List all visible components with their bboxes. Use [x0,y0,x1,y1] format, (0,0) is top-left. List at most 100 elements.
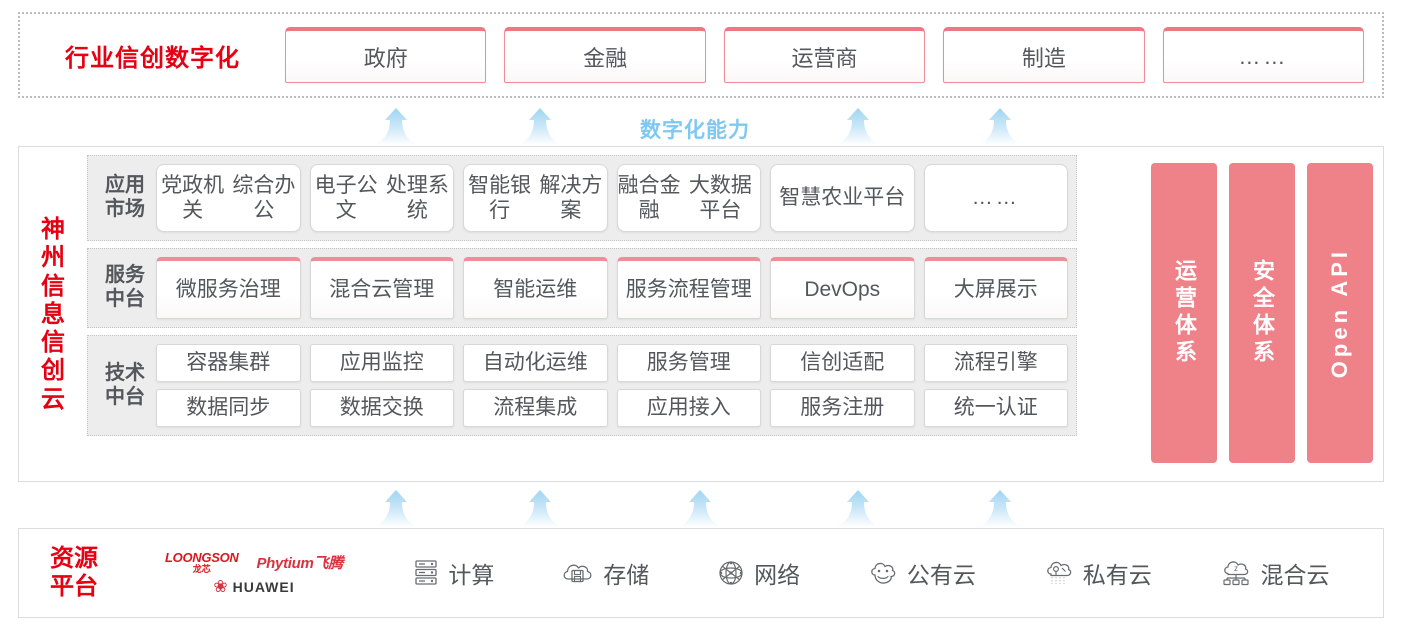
app-card-smart-bank[interactable]: 智能银行解决方案 [463,164,608,232]
app-card-edoc-system[interactable]: 电子公文处理系统 [309,164,454,232]
tech-card-process-integration[interactable]: 流程集成 [463,389,608,427]
up-arrow-icon [517,488,563,528]
resource-item-private-cloud[interactable]: 私有云 [1043,556,1152,590]
tech-card-app-monitoring[interactable]: 应用监控 [309,344,454,382]
svc-card-large-screen-display[interactable]: 大屏展示 [923,257,1068,319]
resource-item-label-compute: 计算 [448,562,495,588]
svc-card-intelligent-ops[interactable]: 智能运维 [463,257,608,319]
cloud-title-char-7: 云 [41,385,65,413]
cloud-panel-body: 应用 市场 党政机关综合办公 电子公文处理系统 智能银行解决方案 融合金融大数据… [87,147,1383,481]
tech-card-data-sync[interactable]: 数据同步 [156,389,301,427]
vendor-logo-group: LOONGSON 龙芯 Phytium飞腾 ❀ HUAWEI [129,551,379,595]
tier-stack: 应用 市场 党政机关综合办公 电子公文处理系统 智能银行解决方案 融合金融大数据… [87,155,1077,436]
shenzhou-cloud-panel: 神 州 信 息 信 创 云 应用 市场 党政机关综合办公 电子公文处理系统 智能… [18,146,1384,482]
cloud-storage-icon [561,558,595,588]
tier-label-application-market: 应用 市场 [94,174,156,221]
resource-item-label-private-cloud: 私有云 [1082,562,1152,588]
industry-card-manufacturing[interactable]: 制造 [943,27,1145,83]
tier-label-service-platform: 服务 中台 [94,264,156,311]
tech-card-automated-ops[interactable]: 自动化运维 [463,344,608,382]
network-mesh-icon [716,558,746,588]
loongson-logo-en: LOONGSON [165,550,239,565]
tier-label-line-2: 中台 [105,288,145,310]
tier-label-line-2: 中台 [105,385,145,408]
cloud-title-char-3: 信 [41,272,65,300]
tech-row-2: 数据同步 数据交换 流程集成 应用接入 服务注册 统一认证 [156,389,1068,427]
huawei-logo-word: HUAWEI [232,578,295,595]
tech-card-app-access[interactable]: 应用接入 [616,389,761,427]
server-icon [412,558,440,588]
resource-item-label-public-cloud: 公有云 [906,562,976,588]
svc-card-hybrid-cloud-management[interactable]: 混合云管理 [309,257,454,319]
cloud-title-char-1: 神 [41,215,65,243]
resource-item-public-cloud[interactable]: 公有云 [867,556,976,590]
resource-title-line-1: 资源 [50,545,98,573]
resource-item-compute[interactable]: 计算 [412,556,494,590]
tier-technology-platform: 技术 中台 容器集群 应用监控 自动化运维 服务管理 信创适配 流程引擎 数据同… [87,335,1077,436]
industry-card-operator[interactable]: 运营商 [723,27,926,83]
resource-item-network[interactable]: 网络 [716,556,800,590]
industry-card-government[interactable]: 政府 [285,27,487,83]
tech-card-process-engine[interactable]: 流程引擎 [923,344,1068,382]
resource-title-line-2: 平台 [50,573,98,600]
tech-row-1: 容器集群 应用监控 自动化运维 服务管理 信创适配 流程引擎 [156,344,1068,382]
industry-card-finance[interactable]: 金融 [504,27,706,83]
up-arrow-icon [677,488,723,528]
up-arrow-icon [835,106,881,146]
up-arrow-icon [835,488,881,528]
resource-item-label-network: 网络 [754,562,801,588]
app-card-government-office[interactable]: 党政机关综合办公 [156,164,301,232]
app-card-more[interactable]: …… [923,164,1068,232]
svc-card-service-process-management[interactable]: 服务流程管理 [616,257,761,319]
tier-service-platform: 服务 中台 微服务治理 混合云管理 智能运维 服务流程管理 DevOps 大屏展… [87,248,1077,328]
tech-card-service-management[interactable]: 服务管理 [616,344,761,382]
cloud-panel-title: 神 州 信 息 信 创 云 [19,147,87,481]
app-card-smart-agriculture[interactable]: 智慧农业平台 [770,164,915,232]
pillar-security-system[interactable]: 安全体系 [1229,163,1295,463]
tech-card-data-exchange[interactable]: 数据交换 [309,389,454,427]
tier-application-cards: 党政机关综合办公 电子公文处理系统 智能银行解决方案 融合金融大数据平台 智慧农… [156,164,1068,232]
loongson-logo: LOONGSON 龙芯 [165,550,239,574]
cloud-title-char-4: 息 [41,300,65,328]
resource-platform-band: 资源 平台 LOONGSON 龙芯 Phytium飞腾 ❀ HUAWEI [18,528,1384,618]
tier-label-line-1: 技术 [105,361,145,384]
huawei-logo: ❀ HUAWEI [213,578,294,595]
pillar-label-operations: 运营体系 [1172,259,1197,367]
tier-technology-cards: 容器集群 应用监控 自动化运维 服务管理 信创适配 流程引擎 数据同步 数据交换… [156,344,1068,427]
up-arrow-icon [977,488,1023,528]
tier-label-line-2: 市场 [105,198,145,220]
tech-card-xinchuang-adaptation[interactable]: 信创适配 [770,344,915,382]
resource-arrow-row [0,486,1402,528]
huawei-flower-icon: ❀ [213,577,228,596]
tech-card-unified-auth[interactable]: 统一认证 [923,389,1068,427]
cloud-title-char-6: 创 [41,357,65,385]
vendor-logo-row-2: ❀ HUAWEI [213,578,294,595]
up-arrow-icon [977,106,1023,146]
pillar-label-open-api: Open API [1327,247,1352,379]
cloud-title-char-2: 州 [41,244,65,272]
industry-card-more[interactable]: …… [1162,27,1365,83]
hybrid-cloud-icon: z [1219,558,1253,588]
tier-label-line-1: 服务 [105,264,145,287]
svg-text:z: z [1234,564,1238,573]
loongson-logo-cn: 龙芯 [192,564,211,574]
pillar-open-api[interactable]: Open API [1307,163,1373,463]
capability-label: 数字化能力 [640,119,750,142]
vendor-logo-row-1: LOONGSON 龙芯 Phytium飞腾 [165,551,343,574]
resource-item-list: 计算 存储 [379,556,1383,590]
pillar-group: 运营体系 安全体系 Open API [1151,163,1373,463]
private-cloud-icon [1043,558,1075,588]
tier-label-technology-platform: 技术 中台 [94,362,156,409]
up-arrow-icon [373,488,419,528]
tech-card-container-cluster[interactable]: 容器集群 [156,344,301,382]
pillar-operations-system[interactable]: 运营体系 [1151,163,1217,463]
svc-card-microservice-governance[interactable]: 微服务治理 [156,257,301,319]
resource-item-label-hybrid-cloud: 混合云 [1260,562,1330,588]
tech-card-service-registry[interactable]: 服务注册 [770,389,915,427]
cloud-title-char-5: 信 [41,329,65,357]
resource-item-storage[interactable]: 存储 [561,556,649,590]
industry-band: 行业信创数字化 政府 金融 运营商 制造 …… [18,12,1384,98]
app-card-finance-bigdata[interactable]: 融合金融大数据平台 [616,164,761,232]
svc-card-devops[interactable]: DevOps [770,257,915,319]
resource-item-hybrid-cloud[interactable]: z 混合云 [1219,556,1330,590]
